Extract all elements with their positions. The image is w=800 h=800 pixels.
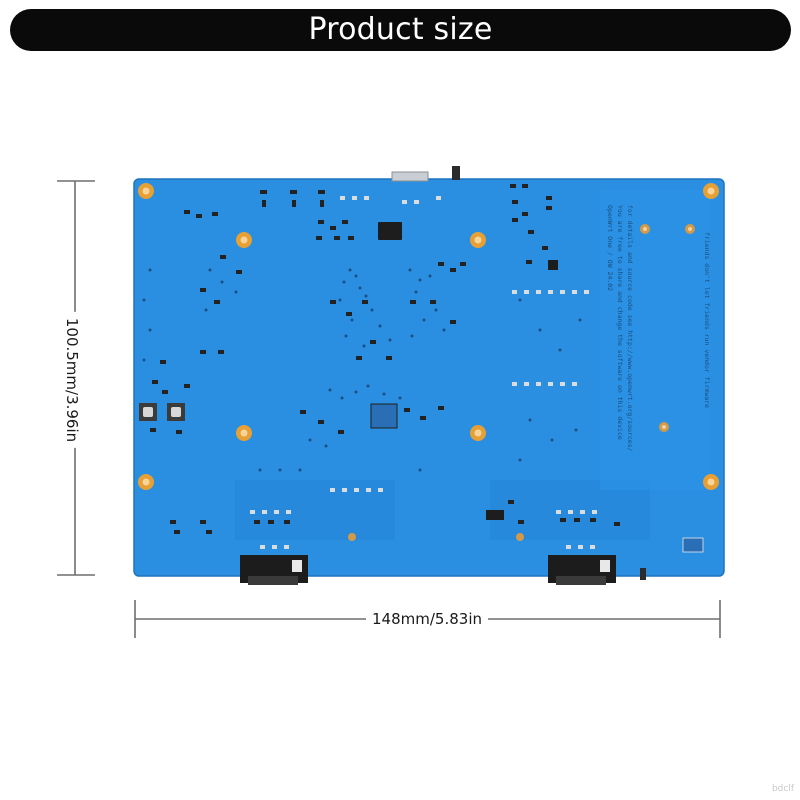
pad-rows	[250, 196, 597, 549]
smd-components	[150, 184, 620, 534]
mounting-holes	[138, 183, 719, 541]
top-connector	[391, 166, 460, 182]
silkscreen-line: You are free to share and change the sof…	[616, 205, 624, 440]
silkscreen-text-block: OpenWrt One / OW 24.02 You are free to s…	[606, 205, 711, 452]
silkscreen-line: for details and source code see http://w…	[626, 205, 634, 452]
page-title: Product size	[10, 9, 791, 51]
silkscreen-line: OpenWrt One / OW 24.02	[606, 205, 614, 291]
bottom-switch	[640, 568, 646, 580]
width-dimension-label: 148mm/5.83in	[366, 610, 488, 628]
bottom-connector-right	[548, 555, 616, 585]
bottom-connector-left	[240, 555, 308, 585]
watermark-text: bdclf	[771, 784, 794, 794]
via-clusters	[142, 268, 582, 472]
height-dimension-label: 100.5mm/3.96in	[63, 311, 81, 449]
ic-chips	[139, 222, 704, 553]
silkscreen-motto: friends don't let friends run vendor fir…	[703, 232, 711, 408]
pcb-board	[133, 178, 725, 577]
